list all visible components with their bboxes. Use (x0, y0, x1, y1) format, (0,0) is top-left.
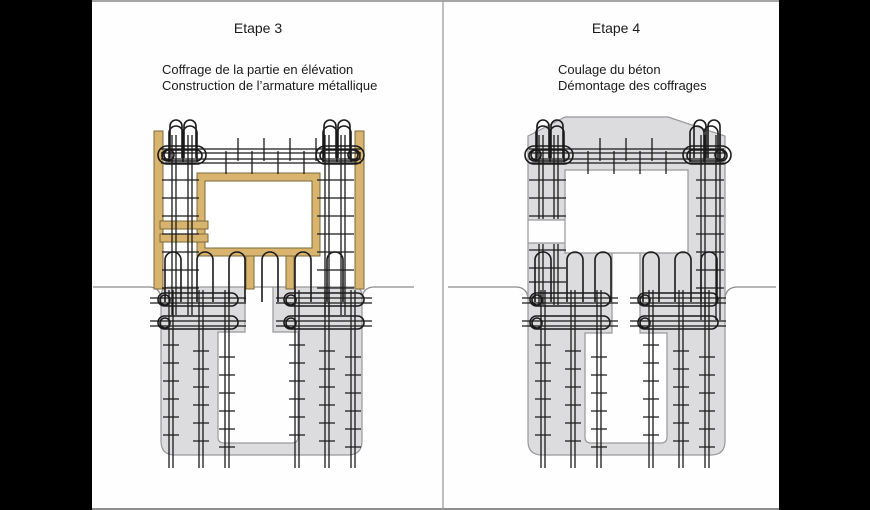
rebar-etape3 (150, 119, 372, 468)
panel-etape3-title: Etape 3 (233, 20, 283, 36)
foundation-concrete-etape3 (160, 286, 363, 456)
panel-etape4-subtitle: Coulage du béton Démontage des coffrages (558, 62, 707, 94)
poured-concrete-wall (527, 116, 726, 456)
foundation-pit (160, 286, 363, 456)
formwork-brace-lower (159, 233, 209, 243)
formwork-etape3 (153, 130, 365, 290)
panel-divider (442, 2, 444, 508)
formwork-left-plank (153, 130, 164, 290)
panel-etape3-subtitle: Coffrage de la partie en élévation Const… (162, 62, 377, 94)
panel-subtitle-line: Coffrage de la partie en élévation (162, 62, 354, 77)
panel-etape4-title: Etape 4 (591, 20, 641, 36)
formwork-leg-left (245, 255, 255, 290)
formwork-right-plank (354, 130, 365, 290)
formwork-leg-right (285, 255, 295, 290)
panel-subtitle-line: Construction de l’armature métallique (162, 78, 378, 93)
formwork-box-inner (204, 180, 313, 249)
concrete-wall-etape4 (527, 116, 726, 456)
panel-subtitle-line: Démontage des coffrages (558, 78, 707, 93)
formwork-brace-upper (159, 220, 209, 230)
rebar-etape4 (522, 119, 732, 468)
panel-subtitle-line: Coulage du béton (558, 62, 661, 77)
